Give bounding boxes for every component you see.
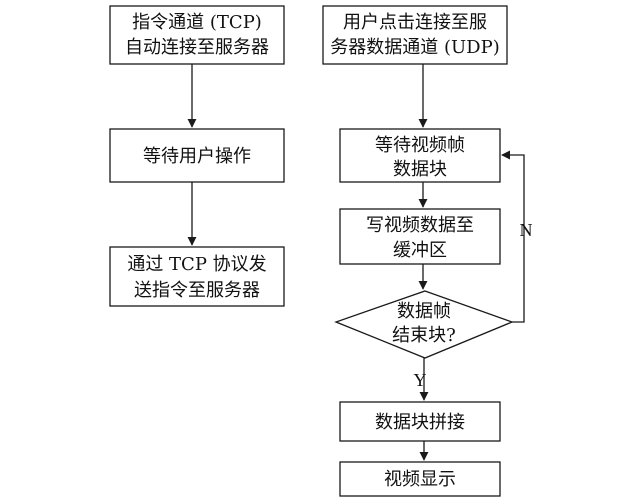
edge-label-no: N (520, 220, 533, 240)
left-step1-box: 指令通道 (TCP) 自动连接至服务器 (109, 5, 285, 65)
left-step3-line1: 通过 TCP 协议发 (127, 254, 266, 275)
left-step3-line2: 送指令至服务器 (134, 280, 260, 301)
right-step5-line1: 视频显示 (384, 469, 456, 490)
left-step2-box: 等待用户操作 (109, 128, 285, 183)
right-step3-box: 写视频数据至 缓冲区 (339, 208, 501, 265)
right-step2-box: 等待视频帧 数据块 (339, 128, 501, 183)
decision-line2: 结束块? (392, 325, 456, 346)
left-step3-box: 通过 TCP 协议发 送指令至服务器 (109, 246, 285, 307)
right-step2-line2: 数据块 (393, 159, 447, 180)
right-step4-line1: 数据块拼接 (375, 412, 465, 433)
right-step1-box: 用户点击连接至服 务器数据通道 (UDP) (322, 5, 508, 65)
right-step3-line1: 写视频数据至 (366, 215, 474, 236)
decision-line1: 数据帧 (397, 301, 451, 322)
left-step1-line1: 指令通道 (TCP) (132, 12, 262, 33)
left-step2-line1: 等待用户操作 (143, 146, 251, 167)
edge-label-yes: Y (414, 370, 427, 390)
arrow-no-loop (501, 150, 525, 323)
decision-diamond: 数据帧 结束块? (334, 290, 514, 359)
right-step5-box: 视频显示 (339, 461, 501, 497)
right-step2-line1: 等待视频帧 (375, 135, 465, 156)
right-step1-line2: 务器数据通道 (UDP) (330, 37, 499, 58)
right-step4-box: 数据块拼接 (339, 401, 501, 442)
right-step3-line2: 缓冲区 (393, 240, 447, 261)
right-step1-line1: 用户点击连接至服 (343, 12, 487, 33)
left-step1-line2: 自动连接至服务器 (125, 37, 269, 58)
